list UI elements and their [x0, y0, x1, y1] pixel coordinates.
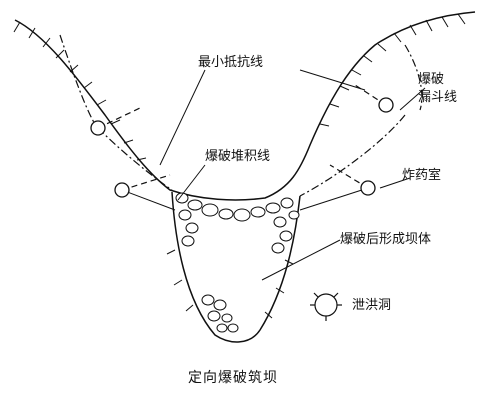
least-resistance-lines [97, 84, 387, 191]
label-spillway-tunnel: 泄洪洞 [352, 298, 392, 313]
spillway-tunnel-symbol [310, 292, 342, 321]
rock-fragments-bottom [201, 294, 239, 333]
explosive-chamber-right-upper [378, 97, 394, 113]
ground-hatching-right [319, 13, 466, 127]
label-least-resistance-line: 最小抵抗线 [198, 55, 264, 70]
pile-lines [121, 187, 369, 211]
explosive-chambers [90, 97, 394, 198]
label-formed-dam-body: 爆破后形成坝体 [340, 232, 432, 247]
ground-hatching-left [13, 21, 147, 161]
label-blast-funnel-line-1: 爆破 [418, 72, 445, 87]
dam-hatching [166, 249, 294, 319]
blast-funnel-lines [59, 34, 423, 197]
diagram-caption: 定向爆破筑坝 [188, 370, 278, 386]
explosive-chamber-right-lower [360, 180, 376, 196]
explosive-chamber-left-lower [114, 182, 130, 198]
valley-ground-profile [14, 11, 476, 201]
explosive-chamber-left-upper [90, 120, 106, 136]
label-blast-funnel-line-2: 漏斗线 [418, 90, 458, 105]
label-explosive-chamber: 炸药室 [402, 168, 442, 183]
rock-fragments-top [175, 192, 300, 254]
dam-body-outline [171, 191, 301, 343]
leader-lines [159, 69, 426, 281]
label-blast-pile-line: 爆破堆积线 [205, 149, 271, 164]
